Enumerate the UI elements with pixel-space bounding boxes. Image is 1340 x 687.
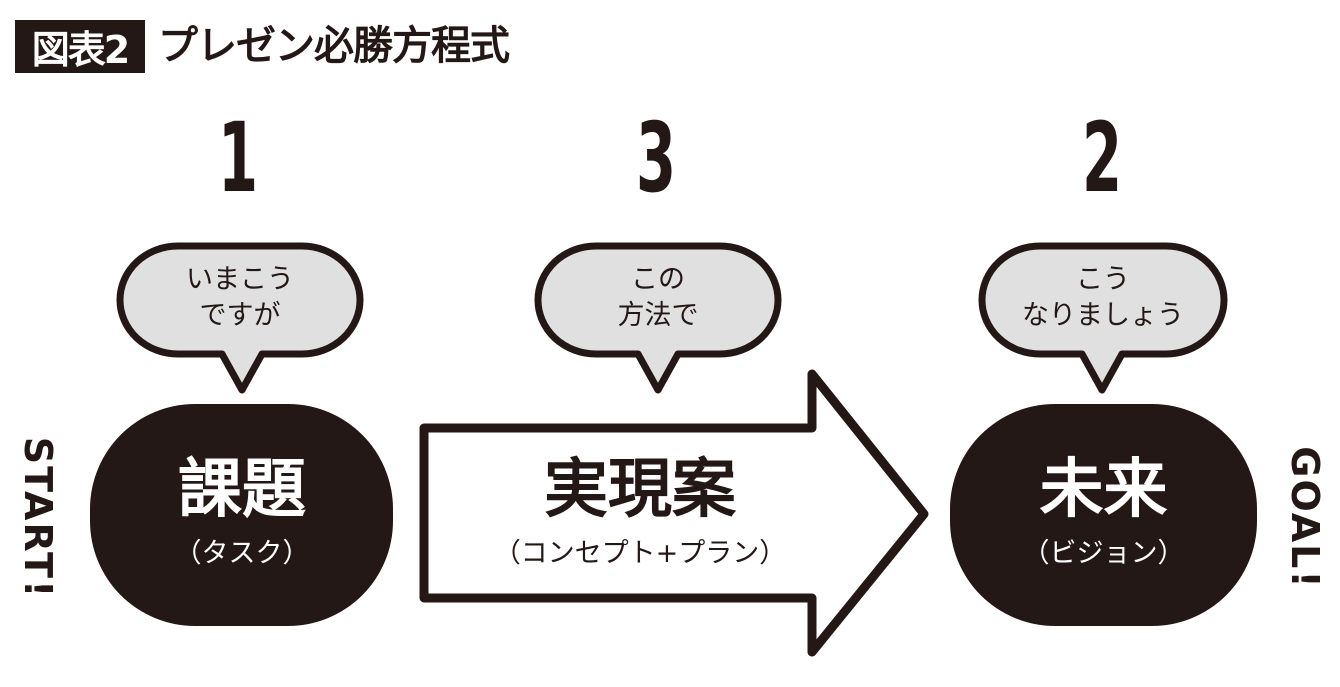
task-sublabel: （タスク）: [174, 538, 310, 569]
plan-label: 実現案: [544, 453, 736, 527]
bubble-line: こう: [1076, 264, 1130, 295]
vision-pill: [950, 404, 1257, 626]
plan-arrow: [419, 369, 929, 657]
figure-title: プレゼン必勝方程式: [158, 23, 510, 69]
goal-label: GOAL!: [1283, 446, 1327, 590]
speech-bubble-task: [116, 242, 364, 394]
figure-badge: 図表2: [15, 20, 145, 73]
bubble-line: なりましょう: [1022, 300, 1184, 331]
start-label: START!: [16, 436, 60, 600]
step-number-3: 3: [635, 102, 677, 214]
bubble-text-plan: この 方法で: [533, 262, 783, 334]
vision-sublabel: （ビジョン）: [1022, 538, 1185, 569]
step-number-2: 2: [1081, 102, 1123, 214]
bubble-line: 方法で: [617, 300, 699, 331]
speech-bubble-plan: [534, 242, 782, 394]
plan-sublabel: （コンセプト+プラン）: [493, 538, 787, 569]
step-number-1: 1: [217, 102, 259, 214]
speech-bubble-vision: [978, 242, 1228, 394]
bubble-line: いまこう: [186, 264, 294, 295]
vision-label: 未来: [1039, 453, 1168, 527]
task-label: 課題: [178, 453, 306, 527]
task-pill: [90, 404, 393, 626]
bubble-line: この: [631, 264, 685, 295]
bubble-line: ですが: [199, 300, 281, 331]
bubble-text-task: いまこう ですが: [115, 262, 365, 334]
bubble-text-vision: こう なりましょう: [978, 262, 1228, 334]
